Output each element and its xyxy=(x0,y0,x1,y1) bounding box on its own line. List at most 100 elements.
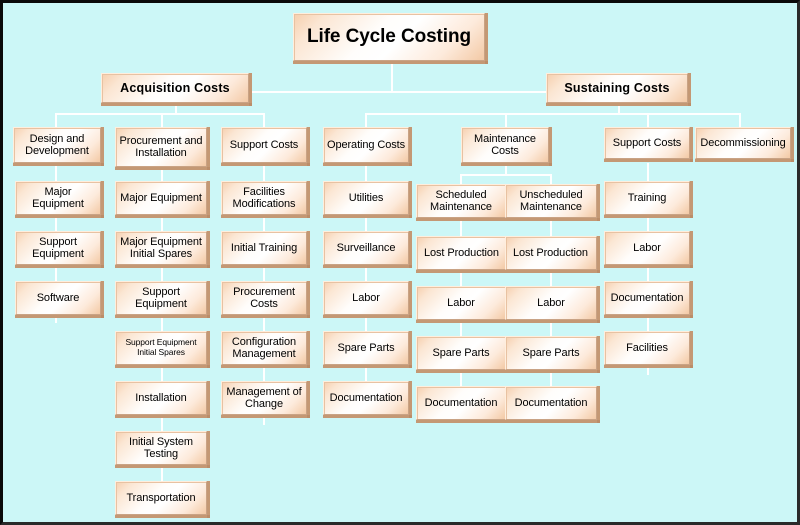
node-major-equipment[interactable]: Major Equipment xyxy=(15,181,101,215)
node-support-equipment-initial-spares[interactable]: Support Equipment Initial Spares xyxy=(115,331,207,365)
node-label: Configuration Management xyxy=(231,335,297,360)
node-configuration-management[interactable]: Configuration Management xyxy=(221,331,307,365)
connector-level2-spine xyxy=(175,91,620,93)
node-label: Support Costs xyxy=(612,136,682,149)
node-utilities[interactable]: Utilities xyxy=(323,181,409,215)
connector-to-decommissioning xyxy=(739,113,741,127)
node-sustaining-support-costs[interactable]: Support Costs xyxy=(604,127,690,159)
node-decommissioning[interactable]: Decommissioning xyxy=(695,127,791,159)
node-surveillance[interactable]: Surveillance xyxy=(323,231,409,265)
node-facilities[interactable]: Facilities xyxy=(604,331,690,365)
node-training[interactable]: Training xyxy=(604,181,690,215)
node-label: Facilities xyxy=(626,341,668,354)
node-procurement-and-installation[interactable]: Procurement and Installation xyxy=(115,127,207,167)
node-label: Surveillance xyxy=(336,241,396,254)
node-label: Documentation xyxy=(514,396,588,409)
node-support-equipment[interactable]: Support Equipment xyxy=(15,231,101,265)
node-label: Life Cycle Costing xyxy=(307,26,471,48)
node-facilities-modifications[interactable]: Facilities Modifications xyxy=(221,181,307,215)
node-label: Spare Parts xyxy=(432,346,490,359)
connector-sustaining-down xyxy=(618,102,620,113)
node-label: Spare Parts xyxy=(337,341,395,354)
node-documentation[interactable]: Documentation xyxy=(604,281,690,315)
connector-to-sus-support-costs xyxy=(647,113,649,127)
node-label: Initial System Testing xyxy=(128,435,193,460)
node-label: Support Equipment xyxy=(135,285,187,310)
node-spare-parts[interactable]: Spare Parts xyxy=(416,336,506,370)
node-label: Transportation xyxy=(126,491,196,504)
connector-root-down xyxy=(391,61,393,92)
connector-to-unscheduled-maintenance xyxy=(550,174,552,184)
node-documentation[interactable]: Documentation xyxy=(323,381,409,415)
node-documentation[interactable]: Documentation xyxy=(505,386,597,420)
node-label: Spare Parts xyxy=(522,346,580,359)
node-sustaining-costs[interactable]: Sustaining Costs xyxy=(546,73,688,103)
connector-sustaining-bus xyxy=(365,113,739,115)
node-label: Major Equipment xyxy=(32,185,84,210)
node-label: Facilities Modifications xyxy=(232,185,296,210)
node-spare-parts[interactable]: Spare Parts xyxy=(323,331,409,365)
node-label: Support Costs xyxy=(229,138,299,151)
node-unscheduled-maintenance[interactable]: Unscheduled Maintenance xyxy=(505,184,597,218)
node-acquisition-costs[interactable]: Acquisition Costs xyxy=(101,73,249,103)
connector-column-sus-support-costs xyxy=(647,163,649,375)
connector-maintenance-down xyxy=(505,163,507,174)
node-label: Unscheduled Maintenance xyxy=(519,188,583,213)
node-label: Documentation xyxy=(329,391,403,404)
node-lost-production[interactable]: Lost Production xyxy=(505,236,597,270)
node-label: Support Equipment xyxy=(32,235,84,260)
connector-to-maintenance-costs xyxy=(505,113,507,127)
node-label: Scheduled Maintenance xyxy=(430,188,492,213)
node-label: Documentation xyxy=(424,396,498,409)
node-label: Operating Costs xyxy=(327,138,405,151)
connector-to-scheduled-maintenance xyxy=(460,174,462,184)
node-label: Software xyxy=(36,291,80,304)
node-maintenance-costs[interactable]: Maintenance Costs xyxy=(461,127,549,163)
node-label: Labor xyxy=(633,241,661,254)
node-label: Procurement and Installation xyxy=(119,134,203,159)
node-label: Support Equipment Initial Spares xyxy=(125,337,197,357)
node-operating-costs[interactable]: Operating Costs xyxy=(323,127,409,163)
node-transportation[interactable]: Transportation xyxy=(115,481,207,515)
connector-to-acq-support-costs xyxy=(263,113,265,127)
node-initial-training[interactable]: Initial Training xyxy=(221,231,307,265)
connector-to-design-and-development xyxy=(55,113,57,127)
node-label: Installation xyxy=(135,391,187,404)
node-label: Major Equipment Initial Spares xyxy=(120,235,202,260)
node-scheduled-maintenance[interactable]: Scheduled Maintenance xyxy=(416,184,506,218)
node-lost-production[interactable]: Lost Production xyxy=(416,236,506,270)
node-label: Initial Training xyxy=(230,241,298,254)
node-label: Utilities xyxy=(348,191,384,204)
node-label: Labor xyxy=(537,296,565,309)
node-label: Design and Development xyxy=(25,132,89,157)
node-support-equipment[interactable]: Support Equipment xyxy=(115,281,207,315)
node-label: Management of Change xyxy=(226,385,302,410)
node-software[interactable]: Software xyxy=(15,281,101,315)
connector-acquisition-down xyxy=(175,102,177,113)
node-management-of-change[interactable]: Management of Change xyxy=(221,381,307,415)
node-installation[interactable]: Installation xyxy=(115,381,207,415)
connector-column-operating-costs xyxy=(365,163,367,391)
node-procurement-costs[interactable]: Procurement Costs xyxy=(221,281,307,315)
node-design-and-development[interactable]: Design and Development xyxy=(13,127,101,163)
node-major-equipment-initial-spares[interactable]: Major Equipment Initial Spares xyxy=(115,231,207,265)
node-life-cycle-costing[interactable]: Life Cycle Costing xyxy=(293,13,485,61)
node-label: Procurement Costs xyxy=(233,285,295,310)
node-labor[interactable]: Labor xyxy=(416,286,506,320)
node-label: Labor xyxy=(352,291,380,304)
connector-maintenance-bus xyxy=(460,174,550,176)
node-label: Labor xyxy=(447,296,475,309)
node-labor[interactable]: Labor xyxy=(323,281,409,315)
node-labor[interactable]: Labor xyxy=(505,286,597,320)
connector-to-operating-costs xyxy=(365,113,367,127)
node-documentation[interactable]: Documentation xyxy=(416,386,506,420)
node-labor[interactable]: Labor xyxy=(604,231,690,265)
node-initial-system-testing[interactable]: Initial System Testing xyxy=(115,431,207,465)
node-major-equipment[interactable]: Major Equipment xyxy=(115,181,207,215)
node-label: Maintenance Costs xyxy=(474,132,536,157)
node-label: Decommissioning xyxy=(700,136,786,149)
node-label: Acquisition Costs xyxy=(120,81,230,95)
node-spare-parts[interactable]: Spare Parts xyxy=(505,336,597,370)
node-acquisition-support-costs[interactable]: Support Costs xyxy=(221,127,307,163)
